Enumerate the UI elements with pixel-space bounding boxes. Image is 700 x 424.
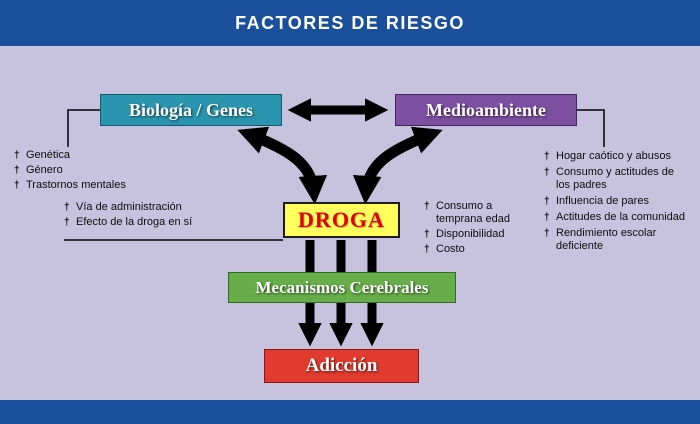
list-item-text: Trastornos mentales	[26, 179, 126, 191]
list-item-text: Disponibilidad	[436, 228, 505, 240]
node-mecanismos-cerebrales: Mecanismos Cerebrales	[228, 272, 456, 303]
dagger-bullet: †	[14, 180, 20, 191]
dagger-bullet: †	[544, 167, 550, 178]
list-item-text: Genética	[26, 149, 71, 161]
list-item-text: Rendimiento escolar deficiente	[556, 227, 657, 252]
footer-bar	[0, 400, 700, 424]
list-item-text: Actitudes de la comunidad	[556, 211, 686, 223]
bracket-medioambiente-list	[577, 109, 605, 147]
list-item-text: Vía de administración	[76, 201, 182, 213]
list-item: † Efecto de la droga en sí	[64, 216, 239, 229]
list-item: † Influencia de pares	[544, 195, 686, 208]
list-item: † Disponibilidad	[424, 228, 524, 241]
list-item: † Hogar caótico y abusos	[544, 150, 686, 163]
list-item-text: Consumo y actitudes de los padres	[556, 166, 675, 191]
list-item-text: Costo	[436, 243, 465, 255]
list-medioambiente-factors: † Hogar caótico y abusos † Consumo y act…	[544, 150, 686, 256]
dagger-bullet: †	[14, 165, 20, 176]
list-droga-administration: † Vía de administración † Efecto de la d…	[64, 201, 239, 231]
node-biologia-genes: Biología / Genes	[100, 94, 282, 126]
list-item: † Consumo a temprana edad	[424, 200, 524, 226]
node-droga: DROGA	[283, 202, 400, 238]
list-droga-consumption: † Consumo a temprana edad † Disponibilid…	[424, 200, 524, 258]
list-item: † Trastornos mentales	[14, 179, 179, 192]
list-biologia-factors: † Genética † Género † Trastornos mentale…	[14, 149, 179, 194]
dagger-bullet: †	[64, 217, 70, 228]
list-item-text: Género	[26, 164, 63, 176]
list-item: † Género	[14, 164, 179, 177]
dagger-bullet: †	[424, 201, 430, 212]
list-item: † Consumo y actitudes de los padres	[544, 166, 686, 192]
list-item: † Genética	[14, 149, 179, 162]
dagger-bullet: †	[544, 212, 550, 223]
bracket-biologia-list	[67, 109, 100, 147]
dagger-bullet: †	[544, 151, 550, 162]
list-item: † Vía de administración	[64, 201, 239, 214]
dagger-bullet: †	[64, 202, 70, 213]
arrow-droga-medioambiente	[352, 126, 443, 205]
list-item-text: Hogar caótico y abusos	[556, 150, 671, 162]
node-adiccion: Adicción	[264, 349, 419, 383]
list-item-text: Consumo a temprana edad	[436, 200, 510, 225]
list-item-text: Efecto de la droga en sí	[76, 216, 193, 228]
dagger-bullet: †	[14, 150, 20, 161]
page-title: FACTORES DE RIESGO	[235, 12, 465, 33]
dagger-bullet: †	[544, 228, 550, 239]
list-item: † Actitudes de la comunidad	[544, 211, 686, 224]
list-item-text: Influencia de pares	[556, 195, 649, 207]
node-medioambiente: Medioambiente	[395, 94, 577, 126]
list-item: † Rendimiento escolar deficiente	[544, 227, 686, 253]
dagger-bullet: †	[544, 196, 550, 207]
arrow-droga-biologia	[237, 126, 328, 205]
title-bar: FACTORES DE RIESGO	[0, 0, 700, 46]
dagger-bullet: †	[424, 244, 430, 255]
dagger-bullet: †	[424, 229, 430, 240]
list-item: † Costo	[424, 243, 524, 256]
